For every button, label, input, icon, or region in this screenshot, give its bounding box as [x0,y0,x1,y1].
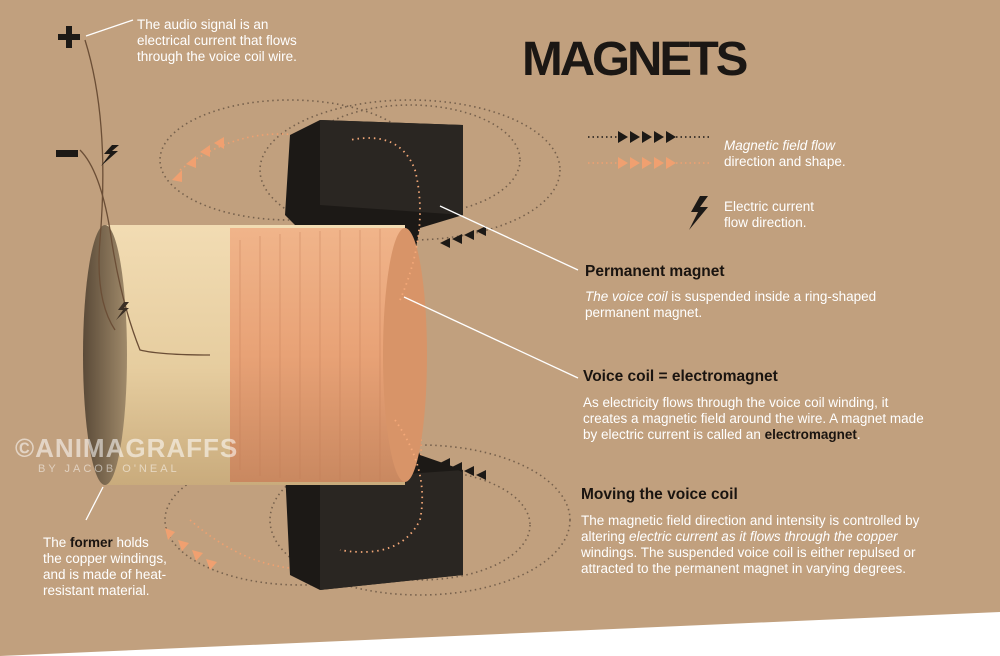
permanent-magnet-callout: Permanent magnet The voice coil is suspe… [585,263,877,320]
watermark-brand: ©ANIMAGRAFFS [15,433,239,463]
wires [79,39,211,356]
legend-lightning-icon [689,196,708,230]
legend-magnetic-field-text: Magnetic field flow direction and shape. [724,138,846,169]
minus-terminal [56,150,78,157]
former-callout: The former holds the copper windings, an… [43,535,167,598]
leader-lines [85,19,579,521]
watermark-byline: BY JACOB O'NEAL [38,463,180,475]
page-title: MAGNETS [522,33,748,86]
plus-terminal [58,26,80,48]
legend-electric-current-text: Electric current flow direction. [724,199,815,230]
voice-coil-shape [83,225,427,485]
field-arrows-orange [165,137,224,570]
current-bolt-icon [101,145,119,166]
field-arrows-dark [440,226,486,480]
moving-coil-callout: Moving the voice coil The magnetic field… [581,486,920,576]
legend-magnetic-field-icon [588,131,710,169]
voice-coil-callout: Voice coil = electromagnet As electricit… [583,368,924,442]
audio-signal-callout: The audio signal is an electrical curren… [137,17,297,64]
